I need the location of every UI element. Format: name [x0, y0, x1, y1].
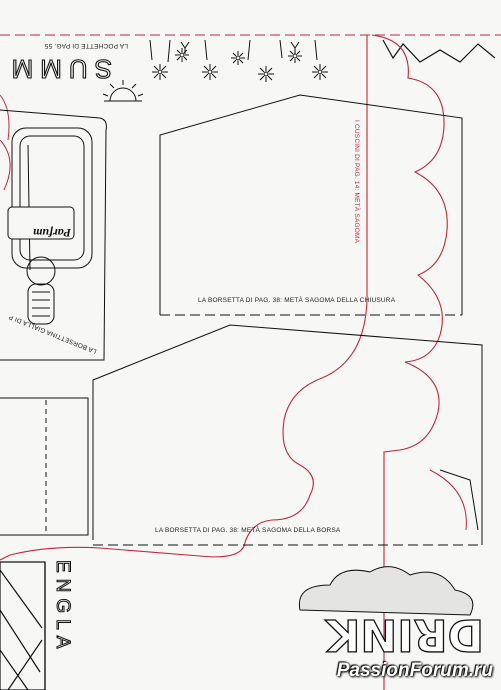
- drink-straw: [439, 469, 479, 531]
- watermark: PassionForum.ru: [336, 660, 493, 681]
- summer-text: SUMM: [5, 54, 112, 84]
- chiusura-label: LA BORSETTA DI PAG. 38: METÀ SAGOMA DELL…: [198, 295, 396, 304]
- left-red-bow: [0, 139, 11, 191]
- perfume-bottle-frame: [11, 127, 93, 269]
- drink-red-curve: [429, 469, 467, 531]
- flower-icon: [175, 48, 189, 62]
- perfume-panel: [0, 109, 107, 361]
- sun-icon: [102, 80, 144, 102]
- borsa-template: [92, 324, 483, 546]
- drink-cloud: [298, 566, 474, 616]
- cuscini-label: I CUSCINI DI PAG. 14: METÀ SAGOMA: [353, 120, 362, 244]
- tulip-icon: [180, 41, 190, 54]
- borsa-label: LA BORSETTA DI PAG. 38: METÀ SAGOMA DELL…: [155, 525, 341, 534]
- flower-icon: [258, 66, 274, 82]
- chiusura-template: [159, 94, 463, 316]
- cuscini-red-scallops: [371, 34, 448, 690]
- zigzag-border: [382, 39, 496, 63]
- flower-icon: [202, 64, 218, 80]
- flower-icon: [312, 64, 328, 80]
- parfum-text: Parfum: [33, 226, 71, 240]
- tulip-icon: [290, 41, 300, 54]
- drink-text: DRINK: [324, 609, 484, 660]
- pochette-label: LA POCHETTE DI PAG. 55: [44, 42, 128, 49]
- flower-icon: [152, 64, 168, 80]
- flower-icon: [231, 51, 245, 65]
- perfume-cap: [26, 256, 56, 286]
- perfume-label-box: [7, 206, 75, 240]
- patchwork-block: [0, 561, 46, 690]
- left-red-curve: [0, 94, 10, 141]
- left-lower-box: [0, 397, 89, 536]
- cuscini-red-outline: [0, 35, 368, 561]
- borsettina-label: LA BORSETTINA GIALLA DI P: [8, 313, 98, 355]
- flower-garland: [149, 39, 328, 82]
- england-text: ENGLA: [52, 560, 73, 654]
